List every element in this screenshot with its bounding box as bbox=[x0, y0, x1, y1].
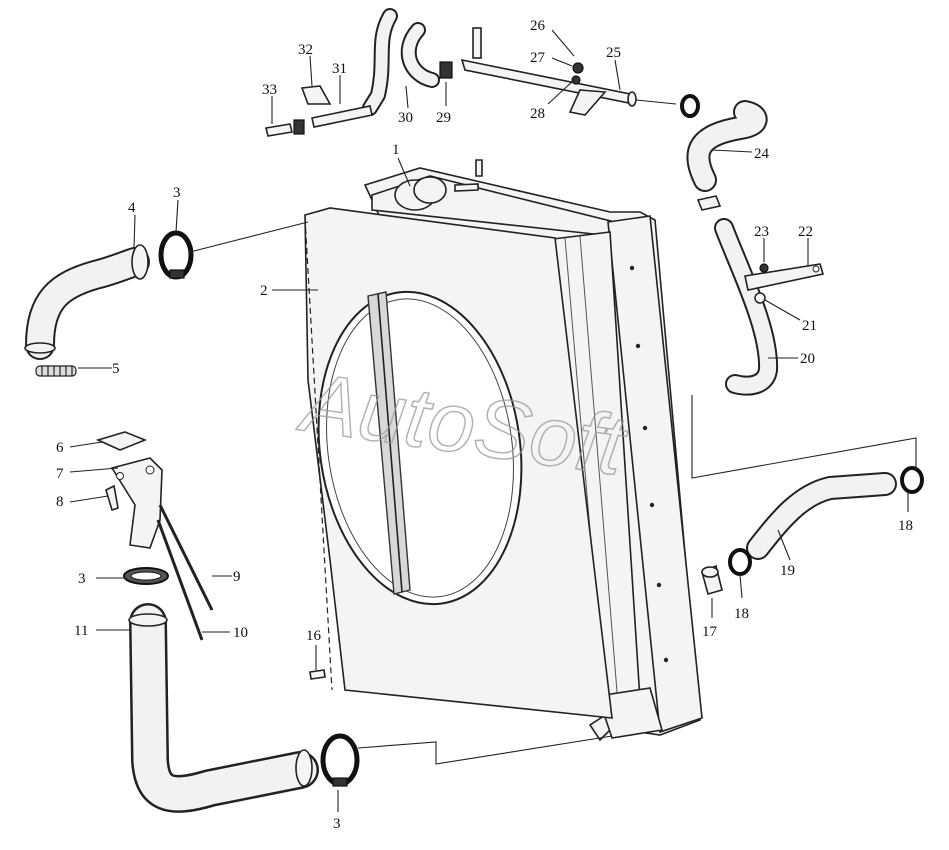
callout-9: 9 bbox=[233, 569, 241, 585]
hose-24 bbox=[686, 100, 768, 192]
callout-16: 16 bbox=[306, 628, 322, 644]
shroud-hidden-edge bbox=[304, 217, 333, 691]
steel-pipe-25 bbox=[460, 58, 637, 116]
callout-25: 25 bbox=[606, 45, 621, 61]
callout-11: 11 bbox=[74, 623, 88, 639]
water-outlet-housing bbox=[110, 457, 163, 549]
hose-clamp-lower bbox=[320, 733, 360, 787]
spring-insert bbox=[35, 365, 77, 377]
lower-radiator-hose bbox=[128, 603, 319, 813]
callout-6: 6 bbox=[56, 440, 64, 456]
bolt-16 bbox=[309, 669, 326, 680]
hose-clamp-24 bbox=[680, 94, 700, 118]
upper-radiator-hose bbox=[24, 244, 150, 360]
bolt-26 bbox=[472, 27, 482, 59]
hose-clamp-18-lower bbox=[728, 548, 752, 576]
pipe-31 bbox=[311, 105, 373, 128]
bolt-8 bbox=[105, 484, 119, 512]
callout-labels: 1 2 3 3 3 4 5 6 7 8 9 10 11 16 17 18 18 … bbox=[56, 18, 913, 832]
hose-clamp-upper bbox=[158, 230, 194, 280]
callout-3-middle: 3 bbox=[78, 571, 86, 587]
top-pin bbox=[454, 183, 479, 192]
callout-4: 4 bbox=[128, 200, 136, 216]
callout-18-upper: 18 bbox=[898, 518, 913, 534]
nut-28 bbox=[571, 75, 581, 85]
assembly-guide-lines bbox=[189, 99, 917, 765]
radiator-assembly bbox=[304, 159, 703, 742]
callout-23: 23 bbox=[754, 224, 769, 240]
callout-28: 28 bbox=[530, 106, 545, 122]
bracket-32 bbox=[300, 85, 332, 105]
radiator-bottom-tank bbox=[596, 687, 664, 739]
clamp-29 bbox=[439, 61, 453, 79]
fitting-33 bbox=[265, 119, 305, 137]
callout-3-upper: 3 bbox=[173, 185, 181, 201]
callout-10: 10 bbox=[233, 625, 248, 641]
rod-10 bbox=[156, 519, 204, 641]
callout-leaders bbox=[69, 29, 909, 812]
callout-5: 5 bbox=[112, 361, 120, 377]
callout-27: 27 bbox=[530, 50, 546, 66]
connector-17 bbox=[701, 564, 723, 595]
washer-27 bbox=[572, 62, 584, 74]
callout-20: 20 bbox=[800, 351, 815, 367]
hose-30 bbox=[362, 8, 440, 116]
hose-20 bbox=[714, 218, 779, 396]
rod-9 bbox=[158, 504, 214, 611]
callout-1: 1 bbox=[392, 142, 400, 158]
spring-24 bbox=[696, 195, 722, 211]
top-mount-stud bbox=[475, 159, 483, 177]
core-through-opening bbox=[367, 291, 411, 595]
callout-33: 33 bbox=[262, 82, 277, 98]
bracket-22 bbox=[744, 263, 825, 291]
callout-29: 29 bbox=[436, 110, 451, 126]
callout-31: 31 bbox=[332, 61, 347, 77]
callout-8: 8 bbox=[56, 494, 64, 510]
hose-19 bbox=[746, 472, 897, 560]
callout-3-lower: 3 bbox=[333, 816, 341, 832]
callout-17: 17 bbox=[702, 624, 718, 640]
hose-clamp-18-upper bbox=[900, 466, 924, 494]
callout-21: 21 bbox=[802, 318, 817, 334]
fan-shroud-opening bbox=[317, 290, 523, 606]
gasket bbox=[95, 431, 148, 451]
callout-18-lower: 18 bbox=[734, 606, 749, 622]
callout-26: 26 bbox=[530, 18, 546, 34]
callout-7: 7 bbox=[56, 466, 64, 482]
nut-23 bbox=[759, 263, 769, 273]
callout-2: 2 bbox=[260, 283, 268, 299]
callout-24: 24 bbox=[754, 146, 770, 162]
clip-21 bbox=[754, 292, 766, 304]
callout-32: 32 bbox=[298, 42, 313, 58]
callout-19: 19 bbox=[780, 563, 795, 579]
radiator-side-plate bbox=[607, 215, 703, 734]
side-plate-bolt-holes bbox=[629, 265, 669, 663]
callout-22: 22 bbox=[798, 224, 813, 240]
hose-clamp-middle bbox=[123, 567, 169, 585]
callout-30: 30 bbox=[398, 110, 413, 126]
